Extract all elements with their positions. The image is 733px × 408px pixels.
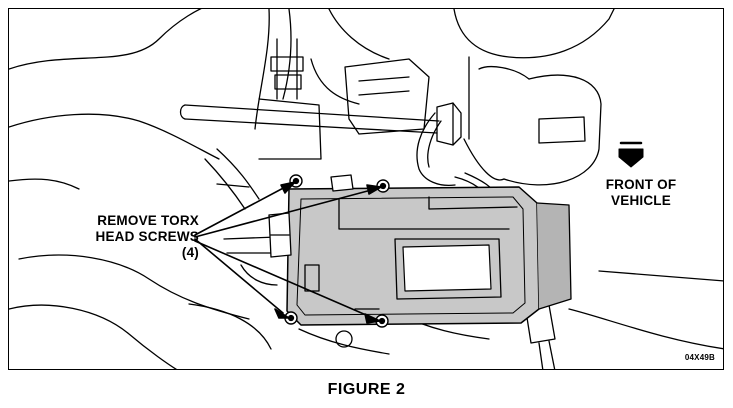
callout-arrowhead bbox=[280, 181, 296, 194]
figure-caption: FIGURE 2 bbox=[327, 381, 406, 398]
callout-arrow-line bbox=[194, 238, 284, 314]
figure-frame: REMOVE TORX HEAD SCREWS (4) FRONT OF VEH… bbox=[8, 8, 724, 370]
direction-line-2: VEHICLE bbox=[611, 193, 671, 208]
callout-line-1: REMOVE TORX bbox=[97, 213, 199, 228]
front-of-vehicle-label: FRONT OF VEHICLE bbox=[595, 177, 687, 209]
callout-arrowhead bbox=[274, 308, 290, 319]
figure-code: 04X49B bbox=[684, 353, 715, 362]
front-direction-arrow-icon bbox=[618, 141, 644, 168]
control-module bbox=[268, 174, 572, 328]
callout-arrow-line bbox=[194, 184, 290, 236]
callout-arrowhead bbox=[364, 313, 381, 324]
callout-arrow-line bbox=[194, 240, 374, 319]
direction-line-1: FRONT OF bbox=[605, 177, 677, 192]
callout-arrowhead bbox=[366, 184, 382, 195]
callout-line-2: HEAD SCREWS bbox=[95, 229, 199, 244]
engine-bay-illustration bbox=[9, 9, 723, 369]
callout-line-3: (4) bbox=[181, 245, 199, 260]
callout-arrow-line bbox=[194, 188, 376, 238]
callout-arrows bbox=[194, 181, 382, 324]
callout-label: REMOVE TORX HEAD SCREWS (4) bbox=[59, 213, 199, 261]
